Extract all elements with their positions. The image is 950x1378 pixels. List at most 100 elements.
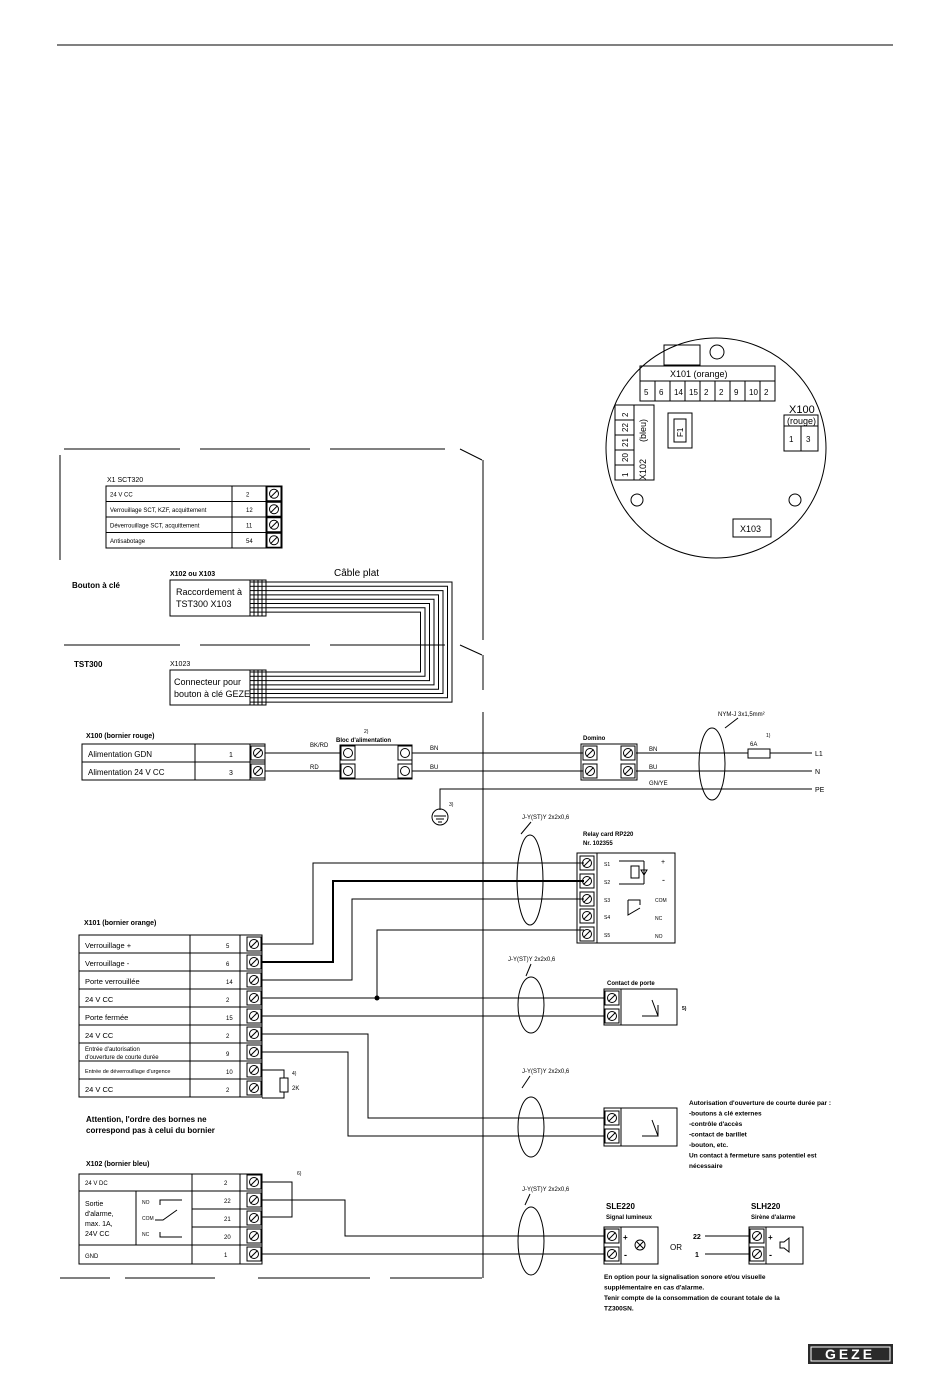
mains-cable-sheath: [698, 727, 726, 801]
x1-row-label: Antisabotage: [110, 539, 146, 545]
x102-pin-num: 20: [224, 1235, 231, 1241]
short-open-line: -contact de barillet: [689, 1132, 748, 1139]
terminal-screw: [246, 1008, 262, 1024]
board-mount-hole: [709, 344, 725, 360]
board-x100-pin: 1: [789, 435, 794, 444]
x101-row-num: 2: [226, 998, 230, 1004]
mains-cable-label: NYM-J 3x1,5mm²: [718, 712, 765, 718]
sle220-minus: -: [624, 1250, 627, 1260]
relay-cable-label: J-Y(ST)Y 2x2x0,6: [522, 815, 570, 821]
relay-nr: Nr. 102355: [583, 841, 613, 847]
key-button-section: Bouton à clé: [72, 581, 121, 590]
terminal-screw: [246, 936, 262, 952]
board-x102-pin: 22: [621, 423, 630, 432]
mains-l1: L1: [815, 751, 823, 758]
slh220-pin-22: 22: [693, 1234, 701, 1241]
terminal-screw: [246, 1174, 262, 1190]
x1-row-label: 24 V CC: [110, 493, 133, 499]
terminal-screw: [246, 1044, 262, 1060]
x102-pin-num: 1: [224, 1253, 228, 1259]
key-button-box-line1: Raccordement à: [176, 587, 242, 597]
domino-label: Domino: [583, 736, 606, 742]
x102-blue-block: X102 (bornier bleu) 24 V DC Sortie d'ala…: [78, 1161, 612, 1265]
relay-no: NO: [655, 934, 663, 940]
short-open-line: -boutons à clé externes: [689, 1111, 762, 1118]
section-frames: [59, 448, 484, 1279]
wire-bu2-label: BU: [649, 765, 657, 771]
board-x101-pin: 2: [764, 388, 769, 397]
bloc-label: Bloc d'alimentation: [336, 738, 391, 744]
domino-block: [580, 743, 638, 781]
board-x103-label: X103: [740, 524, 761, 534]
board-connector-top: [663, 344, 701, 366]
wire-bn-label: BN: [430, 746, 438, 752]
wire-bu-label: BU: [430, 765, 438, 771]
x102-row1-label: 24 V DC: [85, 1181, 108, 1187]
x100-row-label: Alimentation GDN: [88, 750, 152, 759]
resistor-label: 2K: [292, 1086, 299, 1092]
flat-cable: [266, 581, 453, 703]
x101-warning-line2: correspond pas à celui du bornier: [86, 1126, 215, 1135]
key-button-conn-label: X102 ou X103: [170, 571, 215, 578]
x1-row-num: 2: [246, 493, 250, 499]
terminal-screw: [579, 908, 595, 924]
x100-row-num: 3: [229, 770, 233, 777]
x101-row-label: Porte fermée: [85, 1013, 128, 1022]
x102-alarm-line4: 24V CC: [85, 1231, 110, 1238]
x1-row-num: 11: [246, 524, 253, 530]
alarm-devices-block: J-Y(ST)Y 2x2x0,6 SLE220 Signal lumineux …: [517, 1187, 804, 1313]
door-cable-label: J-Y(ST)Y 2x2x0,6: [508, 957, 556, 963]
flat-cable-label: Câble plat: [334, 568, 379, 579]
terminal-screw: [246, 972, 262, 988]
x101-orange-block: X101 (bornier orange) Verrouillage +5Ver…: [78, 862, 612, 1137]
short-open-block: J-Y(ST)Y 2x2x0,6 Autorisation d'ouvertur…: [517, 1069, 831, 1170]
sle220-plus: +: [623, 1233, 628, 1242]
x1-row-label: Verrouillage SCT, KZF, acquittement: [110, 508, 207, 514]
alarm-cable-sheath: [517, 1206, 545, 1276]
sle220-title: SLE220: [606, 1202, 635, 1211]
board-x102-pin: 1: [621, 472, 630, 477]
note-5: 5): [682, 1006, 687, 1012]
slh220-title: SLH220: [751, 1202, 781, 1211]
x101-row-label: Porte verrouillée: [85, 977, 140, 986]
board-x100-sub: (rouge): [787, 416, 816, 426]
slh220-box: [748, 1226, 804, 1265]
x100-header: X100 (bornier rouge): [86, 733, 154, 740]
terminal-screw: [266, 532, 282, 548]
board-x102-sub: (bleu): [638, 419, 648, 442]
x102-gnd-label: GND: [85, 1254, 99, 1260]
slh220-pin-1: 1: [695, 1252, 699, 1259]
x101-row-label: 24 V CC: [85, 995, 114, 1004]
board-x102-pin: 21: [621, 438, 630, 447]
x1-row-num: 54: [246, 539, 253, 545]
key-button-box-line2: TST300 X103: [176, 599, 232, 609]
geze-logo-text: GEZE: [825, 1346, 875, 1362]
x101-row-num: 6: [226, 962, 230, 968]
fuse-f1-holder: [667, 412, 693, 449]
terminal-screw: [246, 1026, 262, 1042]
wire-bkrd-label: BK/RD: [310, 743, 329, 749]
alarm-note-line: supplémentaire en cas d'alarme.: [604, 1285, 704, 1292]
board-x101-pin: 9: [734, 388, 739, 397]
terminal-screw: [266, 501, 282, 517]
relay-pin-label: S3: [604, 898, 610, 904]
x101-row-label: Verrouillage +: [85, 941, 132, 950]
terminal-screw: [579, 926, 595, 942]
siren-icon: [779, 1236, 790, 1254]
x101-row-label: Entrée d'autorisation: [85, 1047, 140, 1053]
tst300-box-line2: bouton à clé GEZE: [174, 689, 250, 699]
x102-header: X102 (bornier bleu): [86, 1161, 149, 1168]
mains-n: N: [815, 769, 820, 776]
x1-row: [105, 532, 283, 549]
x102-pin-num: 21: [224, 1217, 231, 1223]
x101-row-label: Entrée de déverrouillage d'urgence: [85, 1069, 170, 1075]
terminal-screw: [246, 1210, 262, 1226]
board-mount-hole: [630, 493, 644, 507]
x101-row-label: d'ouverture de courte durée: [85, 1055, 159, 1061]
fuse-6a-label: 6A: [750, 742, 757, 748]
x101-row: [78, 1078, 263, 1098]
x101-row-label: Verrouillage -: [85, 959, 130, 968]
slh220-sub: Sirène d'alarme: [751, 1215, 796, 1221]
